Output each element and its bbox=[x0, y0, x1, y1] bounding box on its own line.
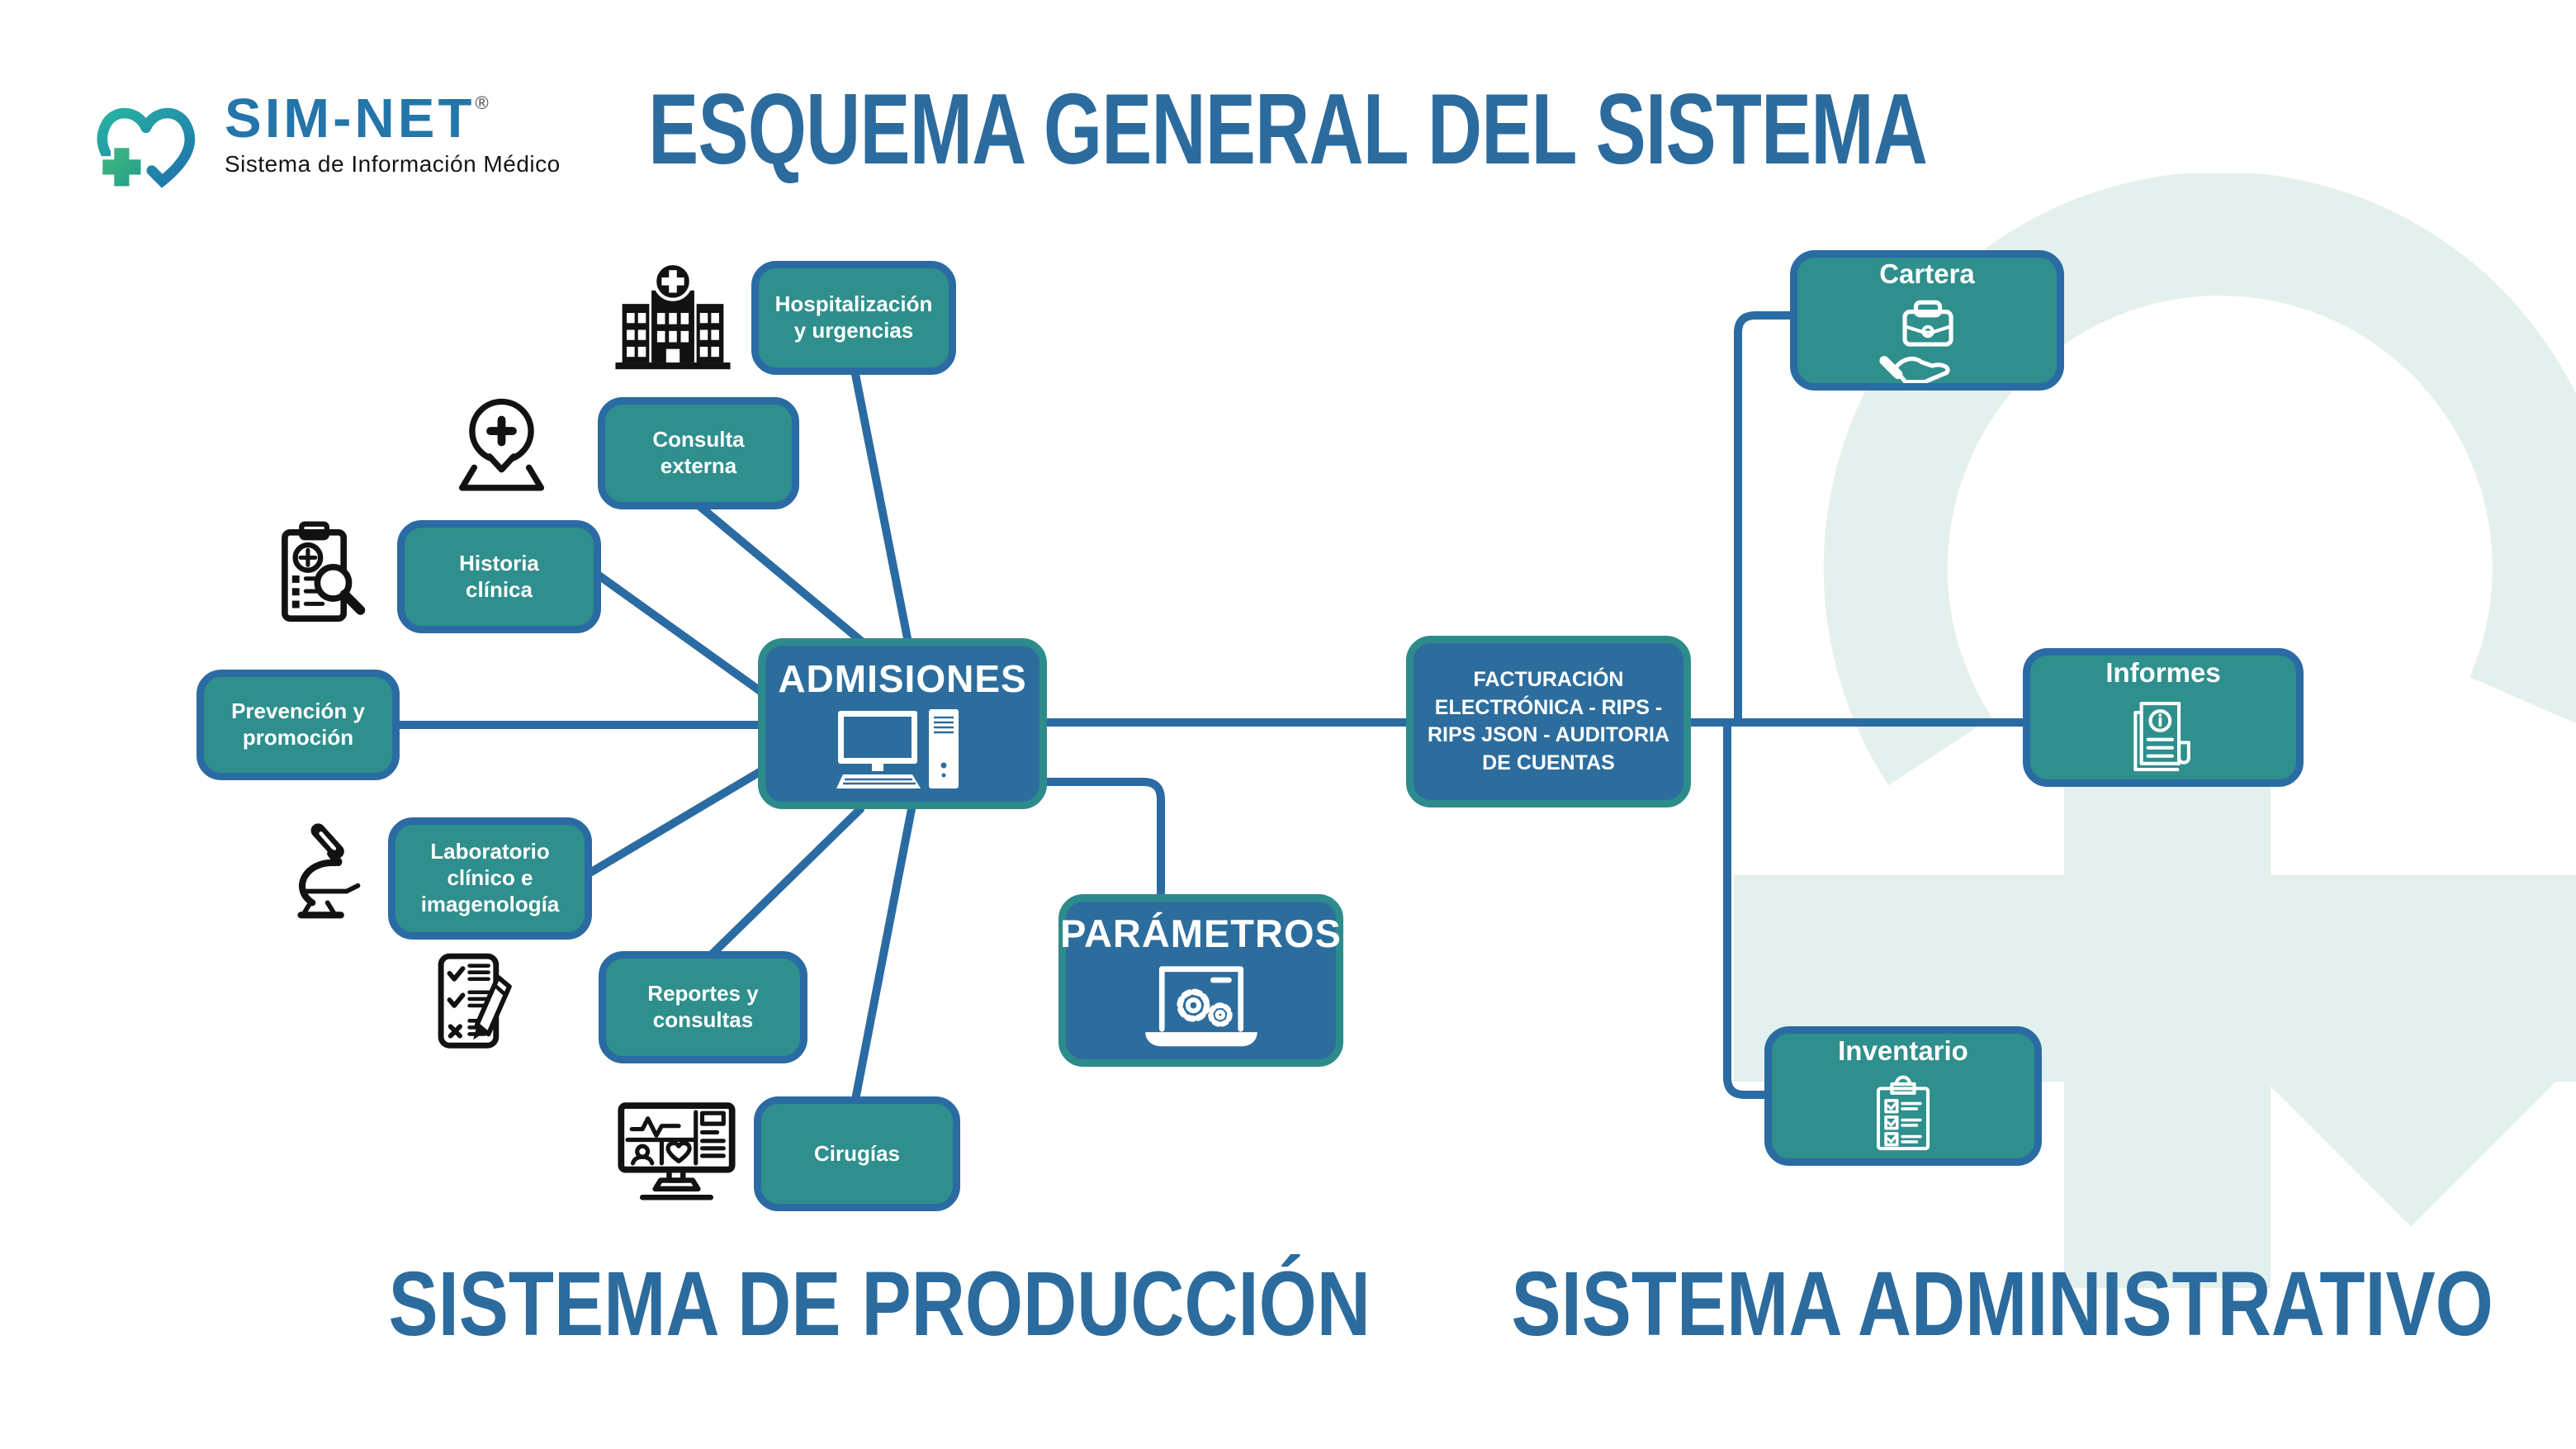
node-label: Prevención y promoción bbox=[231, 698, 365, 750]
node-label: Historia clínica bbox=[459, 550, 539, 602]
node-prevencion-promocion[interactable]: Prevención y promoción bbox=[197, 670, 400, 780]
node-label: FACTURACIÓN ELECTRÓNICA - RIPS - RIPS JS… bbox=[1427, 668, 1670, 774]
section-heading-produccion: SISTEMA DE PRODUCCIÓN bbox=[388, 1253, 1371, 1355]
heart-cross-logo-icon bbox=[97, 107, 196, 190]
node-consulta-externa[interactable]: Consulta externa bbox=[598, 397, 799, 509]
node-hospitalizacion-urgencias[interactable]: Hospitalización y urgencias bbox=[751, 261, 956, 375]
vitals-monitor-icon bbox=[618, 1102, 736, 1200]
inventory-checklist-icon bbox=[1876, 1075, 1930, 1150]
desktop-computer-icon bbox=[836, 708, 959, 788]
node-label: Cartera bbox=[1879, 258, 1975, 289]
node-cirugias[interactable]: Cirugías bbox=[754, 1096, 960, 1211]
section-heading-administrativo: SISTEMA ADMINISTRATIVO bbox=[1511, 1253, 2493, 1355]
node-label: PARÁMETROS bbox=[1060, 912, 1342, 956]
node-cartera[interactable]: Cartera bbox=[1790, 250, 2064, 391]
node-reportes-consultas[interactable]: Reportes y consultas bbox=[599, 951, 807, 1063]
node-label: Reportes y consultas bbox=[647, 981, 759, 1032]
node-facturacion-rips-auditoria[interactable]: FACTURACIÓN ELECTRÓNICA - RIPS - RIPS JS… bbox=[1406, 636, 1691, 807]
node-historia-clinica[interactable]: Historia clínica bbox=[397, 520, 601, 633]
page-title: ESQUEMA GENERAL DEL SISTEMA bbox=[648, 73, 1928, 185]
node-label: Informes bbox=[2105, 656, 2221, 688]
node-label: Inventario bbox=[1838, 1035, 1968, 1067]
node-laboratorio-imagenologia[interactable]: Laboratorio clínico e imagenología bbox=[388, 817, 592, 940]
node-label: Consulta externa bbox=[652, 427, 745, 478]
checklist-pencil-icon bbox=[438, 953, 512, 1049]
node-label: ADMISIONES bbox=[778, 657, 1027, 701]
node-parametros[interactable]: PARÁMETROS bbox=[1058, 894, 1343, 1067]
node-informes[interactable]: Informes bbox=[2023, 648, 2304, 787]
briefcase-hand-icon bbox=[1879, 300, 1953, 383]
node-label: Cirugías bbox=[813, 1140, 901, 1166]
registered-mark: ® bbox=[475, 92, 489, 113]
watermark-heart-cross-logo bbox=[1734, 173, 2576, 1288]
hospital-icon bbox=[615, 262, 731, 370]
node-admisiones[interactable]: ADMISIONES bbox=[758, 638, 1047, 809]
clipboard-magnifier-icon bbox=[282, 521, 366, 622]
node-label: Laboratorio clínico e imagenología bbox=[420, 839, 560, 916]
simnet-logo: SIM-NET ® Sistema de Información Médico bbox=[88, 91, 561, 206]
brand-name: SIM-NET bbox=[225, 88, 476, 149]
brand-tagline: Sistema de Información Médico bbox=[225, 151, 561, 177]
telemedicine-pin-icon bbox=[458, 398, 545, 491]
node-label: Hospitalización y urgencias bbox=[774, 291, 933, 343]
report-info-icon bbox=[2133, 702, 2190, 772]
node-inventario[interactable]: Inventario bbox=[1764, 1026, 2042, 1166]
microscope-icon bbox=[297, 823, 361, 919]
laptop-gears-icon bbox=[1144, 966, 1257, 1046]
